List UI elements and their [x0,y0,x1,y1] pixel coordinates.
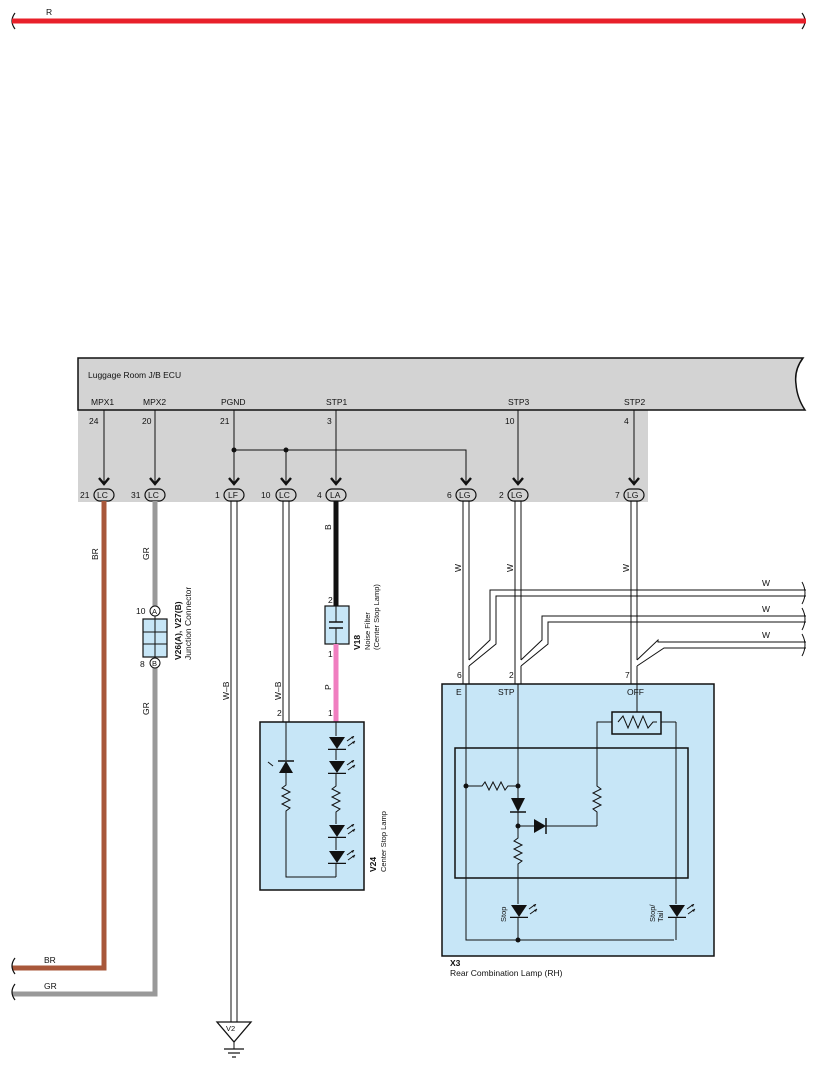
ecu-pin-name-stp3: STP3 [508,397,530,407]
junction-code: V26(A), V27(B) [173,601,183,660]
rear-lamp-pin-e: 6 [457,670,462,680]
rear-lamp-label-stop: Stop [499,907,508,922]
ecu-box: Luggage Room J/B ECU MPX1 MPX2 PGND STP1… [77,357,807,502]
w-right-label-1: W [762,578,770,588]
b-wire-label: B [323,524,333,530]
p-wire-label: P [323,684,333,690]
center-stop-lamp: V24 Center Stop Lamp [259,721,388,891]
ecu-pin-num-10: 10 [505,416,515,426]
ecu-pin-name-stp2: STP2 [624,397,646,407]
ecu-pin-num-3: 3 [327,416,332,426]
lamp-pin-right: 1 [328,708,333,718]
ground-label: V2 [226,1024,235,1033]
gr-upper-label: GR [141,547,151,560]
ground-wire: W–B V2 [215,501,253,1058]
noise-filter-name-1: Noise Filter [363,612,372,650]
connector-code-4: LC [279,490,290,500]
connector-code-7: LG [511,490,522,500]
connector-num-5: 4 [317,490,322,500]
connector-code-1: LC [97,490,108,500]
ecu-title: Luggage Room J/B ECU [88,370,181,380]
ecu-pin-name-stp1: STP1 [326,397,348,407]
junction-pin-a: 10 [136,606,146,616]
junction-connector: A B 10 8 V26(A), V27(B) Junction Connect… [136,587,193,669]
wb-lamp-wire: W–B 2 [273,501,290,722]
top-wire-label: R [46,7,52,17]
ecu-pin-name-mpx2: MPX2 [143,397,166,407]
w-wire-label-1: W [453,564,463,572]
junction-pin-b: 8 [140,659,145,669]
center-stop-lamp-name: Center Stop Lamp [379,811,388,872]
rear-lamp-label-e: E [456,687,462,697]
rear-lamp-label-stop-tail-2: Tail [656,910,665,922]
noise-filter-name-2: (Center Stop Lamp) [372,584,381,650]
connector-num-3: 1 [215,490,220,500]
top-red-wire: R [11,7,806,30]
w-right-label-3: W [762,630,770,640]
connector-num-7: 2 [499,490,504,500]
br-wire: BR BR [11,501,107,975]
ecu-pin-num-24: 24 [89,416,99,426]
ecu-pin-name-pgnd: PGND [221,397,246,407]
stp1-wire: B 2 1 V18 Noise Filter (Center Stop Lamp… [323,501,381,722]
ecu-pin-name-mpx1: MPX1 [91,397,114,407]
pgnd-junction-dot [231,447,237,453]
connector-num-6: 6 [447,490,452,500]
rear-lamp-label-off: OFF [627,687,644,697]
connector-code-6: LG [459,490,470,500]
wb-left-label: W–B [221,681,231,700]
rear-lamp-label-stop-tail-1: Stop/ [648,904,657,922]
ecu-pin-num-21: 21 [220,416,230,426]
connector-code-5: LA [330,490,341,500]
ecu-pin-num-4: 4 [624,416,629,426]
connector-code-2: LC [148,490,159,500]
rear-lamp-code: X3 [450,958,461,968]
junction-letter-b: B [152,659,157,668]
w-wires [462,501,806,684]
w-right-label-2: W [762,604,770,614]
noise-filter-pin-top: 2 [328,595,333,605]
lamp-pin-left: 2 [277,708,282,718]
gr-wire: GR GR GR [11,501,158,1001]
junction-letter-a: A [152,607,157,616]
rear-combination-lamp: E STP OFF [441,683,715,978]
connector-num-1: 21 [80,490,90,500]
connector-code-3: LF [228,490,238,500]
br-wire-label: BR [90,548,100,560]
bottom-br-label: BR [44,955,56,965]
connector-num-8: 7 [615,490,620,500]
connector-num-2: 31 [131,490,141,500]
ecu-internal-lines [103,410,635,484]
bottom-gr-label: GR [44,981,57,991]
junction-name: Junction Connector [183,587,193,660]
wb-right-label: W–B [273,681,283,700]
pgnd-branch-dot [283,447,289,453]
w-wire-label-2: W [505,564,515,572]
ecu-pin-num-20: 20 [142,416,152,426]
rear-lamp-name: Rear Combination Lamp (RH) [450,968,563,978]
w-wire-label-3: W [621,564,631,572]
connector-code-8: LG [627,490,638,500]
noise-filter-pin-bottom: 1 [328,649,333,659]
rear-lamp-label-stp: STP [498,687,515,697]
noise-filter-code: V18 [352,635,362,650]
connector-row: LC LC LF LC LA LG LG LG 21 31 1 10 4 6 2… [80,476,645,502]
center-stop-lamp-code: V24 [368,857,378,872]
connector-num-4: 10 [261,490,271,500]
rear-lamp-pin-stp: 2 [509,670,514,680]
rear-lamp-pin-off: 7 [625,670,630,680]
gr-lower-label: GR [141,702,151,715]
